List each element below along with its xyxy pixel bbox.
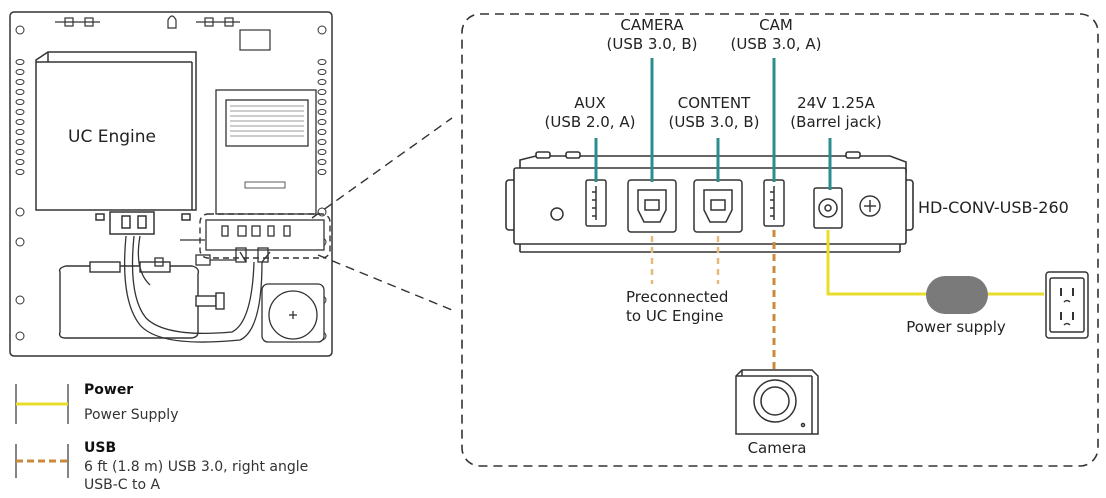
port-name-camera: CAMERA [620, 16, 684, 34]
converter-box-small [205, 89, 325, 251]
port-name-power: 24V 1.25A [797, 94, 875, 112]
wall-plate [261, 283, 325, 343]
legend-usb-desc-line2: USB-C to A [84, 477, 161, 493]
port-spec-cam: (USB 3.0, A) [730, 35, 822, 53]
preconnected-usb-lines [650, 236, 720, 284]
port-camera [627, 179, 677, 233]
port-name-aux: AUX [574, 94, 606, 112]
port-label-aux: AUX (USB 2.0, A) [545, 94, 636, 132]
legend-usb-title: USB [84, 440, 117, 456]
preconnected-label: Preconnected to UC Engine [626, 288, 728, 326]
camera-label: Camera [747, 439, 807, 457]
port-content [693, 179, 743, 233]
port-aux [585, 179, 607, 227]
port-spec-content: (USB 3.0, B) [668, 113, 760, 131]
callout-leaders [311, 117, 453, 311]
uc-engine-box [35, 51, 197, 235]
legend-usb-desc: 6 ft (1.8 m) USB 3.0, right angle USB-C … [84, 458, 308, 494]
legend-power-title: Power [84, 382, 134, 398]
port-label-cam: CAM (USB 3.0, A) [731, 16, 822, 54]
legend-power-swatch [15, 384, 69, 424]
port-cam [763, 179, 785, 227]
device-model-label: HD-CONV-USB-260 [918, 198, 1069, 217]
port-power-barrel [813, 187, 843, 229]
camera-device [735, 369, 819, 435]
port-spec-camera: (USB 3.0, B) [606, 35, 698, 53]
callout-box-large [461, 13, 1099, 467]
power-supply-brick [926, 276, 988, 314]
power-cable [826, 230, 1044, 296]
port-spec-power: (Barrel jack) [790, 113, 882, 131]
legend-power-desc: Power Supply [84, 407, 179, 423]
legend-usb-swatch [15, 444, 69, 478]
preconnected-line1: Preconnected [626, 288, 729, 306]
port-label-camera: CAMERA (USB 3.0, B) [607, 16, 698, 54]
panel-cables [123, 235, 271, 343]
power-supply-label: Power supply [906, 318, 1006, 336]
mount-holes-left [15, 25, 25, 341]
teal-connector-lines [594, 58, 832, 190]
mount-panel [9, 11, 333, 357]
port-label-power: 24V 1.25A (Barrel jack) [790, 94, 881, 132]
screw-ground-icon [859, 195, 881, 217]
preconnected-line2: to UC Engine [626, 307, 724, 325]
wall-outlet-icon [1045, 271, 1089, 339]
port-name-cam: CAM [759, 16, 793, 34]
legend-usb-desc-line1: 6 ft (1.8 m) USB 3.0, right angle [84, 459, 309, 475]
port-spec-aux: (USB 2.0, A) [544, 113, 636, 131]
top-cable-connectors [55, 15, 271, 51]
port-name-content: CONTENT [677, 94, 751, 112]
uc-engine-label: UC Engine [68, 127, 156, 147]
port-led [550, 207, 564, 221]
port-label-content: CONTENT (USB 3.0, B) [669, 94, 760, 132]
